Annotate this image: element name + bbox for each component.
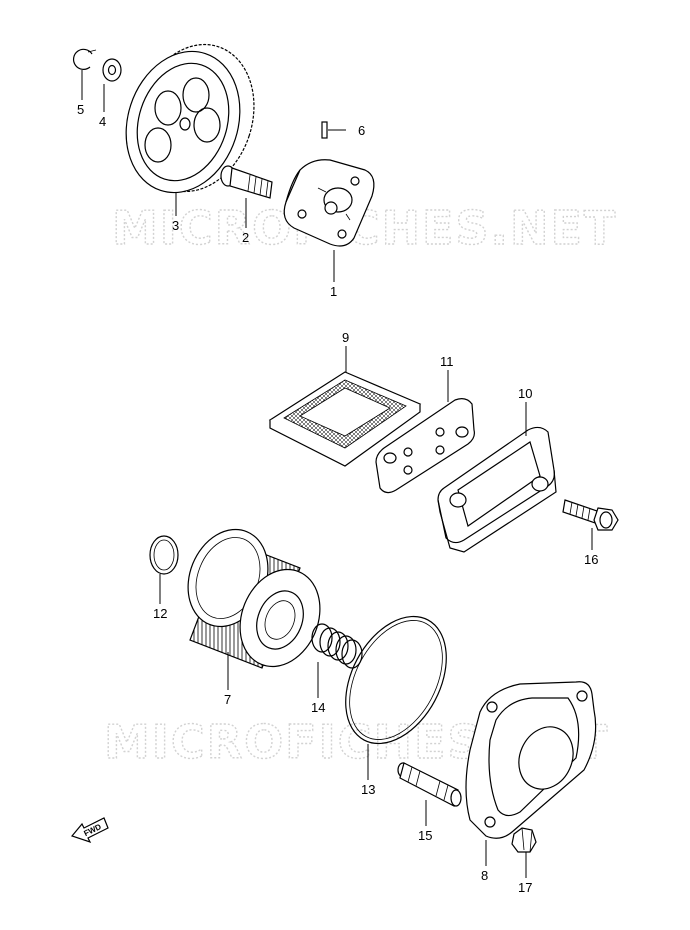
callout-part-11: 11 [440,354,454,369]
callout-part-7: 7 [224,692,231,707]
leader-lines [81,70,593,878]
part-2-shaft [220,165,273,199]
callouts: 1 2 3 4 5 6 7 8 9 10 11 12 13 14 15 16 1… [77,102,598,895]
fwd-arrow: FWD [70,817,109,844]
callout-part-1: 1 [330,284,337,299]
part-13-o-ring-large [345,615,447,745]
part-5-circlip [72,48,97,70]
part-10-strainer-cap [437,426,557,553]
part-11-gasket [375,398,475,494]
part-8-filter-cap [465,681,597,839]
callout-part-17: 17 [518,880,532,895]
part-6-pin [321,121,328,139]
part-4-washer [102,58,122,82]
part-7-oil-filter [187,528,321,669]
callout-part-8: 8 [481,868,488,883]
callout-part-16: 16 [584,552,598,567]
part-9-strainer [268,371,422,467]
callout-part-15: 15 [418,828,432,843]
callout-part-13: 13 [361,782,375,797]
callout-part-2: 2 [242,230,249,245]
part-15-stud [397,762,462,807]
part-16-bolt [562,499,619,531]
part-1-oil-pump [283,159,375,247]
callout-part-4: 4 [99,114,106,129]
part-14-spring [311,623,363,669]
callout-part-10: 10 [518,386,532,401]
callout-part-12: 12 [153,606,167,621]
callout-part-9: 9 [342,330,349,345]
part-17-plug [511,827,537,853]
callout-part-6: 6 [358,123,365,138]
callout-part-14: 14 [311,700,325,715]
part-12-o-ring [149,535,179,575]
callout-part-5: 5 [77,102,84,117]
callout-part-3: 3 [172,218,179,233]
part-3-drive-gear [125,43,255,194]
